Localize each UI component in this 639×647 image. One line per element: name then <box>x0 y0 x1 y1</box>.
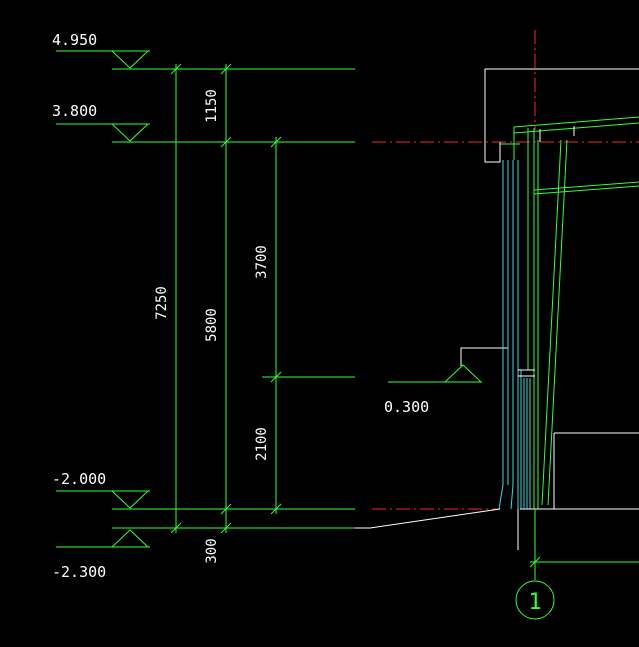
dimension-5800: 5800 <box>204 308 220 342</box>
elevation-labels: 4.950 3.800 0.300 -2.000 -2.300 <box>52 31 429 581</box>
dimension-1150: 1150 <box>204 89 220 123</box>
dimension-2100: 2100 <box>254 427 270 461</box>
level-markers <box>56 50 509 548</box>
axis-lines <box>372 30 639 510</box>
dimension-lines <box>170 63 355 534</box>
axis-bubble-group <box>515 509 639 620</box>
dimension-300: 300 <box>204 538 220 563</box>
elevation-3800: 3.800 <box>52 102 97 120</box>
wall-section <box>355 68 639 550</box>
elevation-4950: 4.950 <box>52 31 97 49</box>
dimension-7250: 7250 <box>154 286 170 320</box>
elevation-minus-2000: -2.000 <box>52 470 106 488</box>
elevation-minus-2300: -2.300 <box>52 563 106 581</box>
axis-grid-bubble-icon <box>515 580 555 620</box>
axis-bubble-label: 1 <box>528 590 541 615</box>
dimension-labels: 7250 1150 5800 3700 2100 300 <box>154 89 270 564</box>
dimension-3700: 3700 <box>254 245 270 279</box>
elevation-0300: 0.300 <box>384 398 429 416</box>
